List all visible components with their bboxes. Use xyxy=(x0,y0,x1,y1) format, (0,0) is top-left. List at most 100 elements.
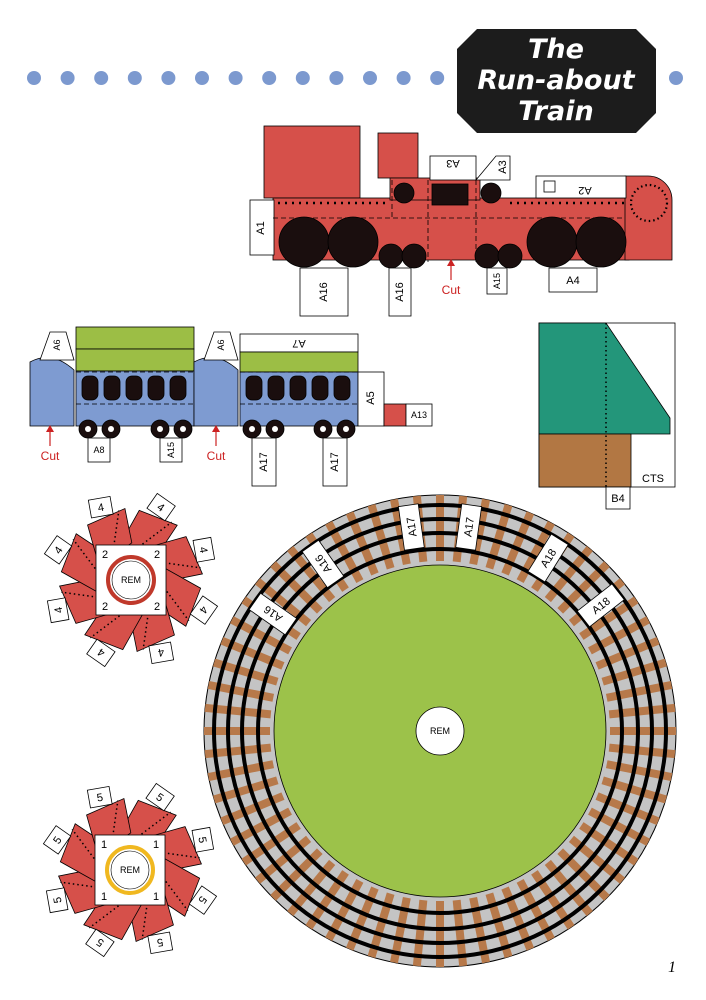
tab-a17-left xyxy=(251,437,277,487)
track-sleeper xyxy=(204,727,270,735)
tab-a2-marker xyxy=(543,180,556,193)
engine-wheel-2 xyxy=(327,216,379,268)
header-dot xyxy=(669,71,683,85)
engine-wheel-3 xyxy=(526,216,578,268)
cog-tab-label: 4 xyxy=(53,606,66,614)
header-dot xyxy=(127,71,142,85)
cog-tab-label: 5 xyxy=(154,791,166,804)
track-sleeper xyxy=(204,703,272,719)
carriage-wheel-hub xyxy=(343,426,349,432)
track-sleeper xyxy=(516,520,555,583)
tab-a2-label: A2 xyxy=(578,184,591,196)
engine-small-wheel-1 xyxy=(378,243,404,269)
track-sleeper xyxy=(531,870,575,930)
header-dot xyxy=(27,71,41,85)
carriage-window xyxy=(245,375,263,401)
tab-a6-right xyxy=(203,331,239,361)
cog-tab xyxy=(87,495,114,519)
engine-small-wheel-3 xyxy=(474,243,500,269)
track-sleeper xyxy=(436,495,444,561)
cog-tab xyxy=(145,782,175,812)
tab-a4 xyxy=(548,267,598,293)
track-sleeper xyxy=(255,835,312,884)
track-center-label: REM xyxy=(430,726,450,736)
engine-porthole-left xyxy=(393,182,415,204)
engine-cab xyxy=(263,125,361,199)
track-tab-label: A17 xyxy=(405,516,420,537)
track-sleeper xyxy=(579,822,639,866)
track-sleeper xyxy=(516,879,555,942)
tree-trunk xyxy=(538,433,632,488)
cog-tab xyxy=(86,638,116,668)
cog-tab-label: 5 xyxy=(95,935,107,948)
track-sleeper xyxy=(325,520,364,583)
track-sleeper xyxy=(610,727,676,735)
header-dot xyxy=(161,71,176,85)
carriage-window xyxy=(103,375,121,401)
cog-hole xyxy=(110,850,150,890)
carriage-wheel-hub xyxy=(320,426,326,432)
track-rail-inner-1 xyxy=(240,531,640,931)
track-center-hole xyxy=(415,706,465,756)
header-dot xyxy=(295,71,310,85)
cog-center-label: REM xyxy=(120,865,140,875)
track-tab-box xyxy=(527,533,569,583)
track-tab-label: A17 xyxy=(462,517,477,538)
track-sleeper xyxy=(601,776,667,804)
page-number: 1 xyxy=(668,959,676,976)
track-sleeper xyxy=(270,561,323,614)
tab-a7-label: A7 xyxy=(292,337,305,349)
cog-tab xyxy=(188,885,218,915)
cog-tab-label: 4 xyxy=(157,645,165,658)
engine-cutout: A1 A3 A3 A2 A16 A16 xyxy=(249,125,673,317)
engine-small-wheel-2 xyxy=(401,243,427,269)
header-dot xyxy=(195,71,209,85)
tree-canopy xyxy=(538,322,671,435)
cog-hole xyxy=(111,560,151,600)
tab-a4-label: A4 xyxy=(566,275,579,287)
cog-tab xyxy=(86,785,113,809)
track-tab-box xyxy=(455,503,483,551)
engine-window xyxy=(431,183,469,206)
track-sleeper xyxy=(485,504,513,570)
header-dot xyxy=(430,71,445,85)
tab-a5 xyxy=(357,371,385,427)
carriage-window xyxy=(311,375,329,401)
cog-tab xyxy=(148,641,175,665)
tab-a2 xyxy=(535,175,627,199)
cog-tab xyxy=(43,535,73,565)
carriage-wheel-hub xyxy=(180,426,186,432)
tab-a5-label: A5 xyxy=(365,391,377,404)
track-sleeper xyxy=(390,896,411,964)
tab-a13-label: A13 xyxy=(411,410,427,420)
track-sleeper xyxy=(595,792,660,826)
carriage-window xyxy=(267,375,285,401)
cog-tab-label: 4 xyxy=(52,545,65,557)
title-badge: The Run-about Train xyxy=(457,29,656,133)
header-dot xyxy=(363,71,377,85)
tab-a3-left xyxy=(429,155,477,181)
cog-tab xyxy=(146,492,176,522)
track-sleeper xyxy=(501,886,535,951)
carriage-1-roof-band xyxy=(75,348,195,372)
tab-a17-left-label: A17 xyxy=(258,452,270,472)
engine-wheel-1 xyxy=(278,216,330,268)
track-sleeper xyxy=(601,658,667,686)
carriage-window xyxy=(169,375,187,401)
cog-inner-label: 2 xyxy=(154,549,160,561)
engine-small-wheel-4 xyxy=(497,243,523,269)
tree-cts-label: CTS xyxy=(642,473,664,485)
cog-tab-label: 5 xyxy=(96,792,104,805)
cog-tab xyxy=(46,597,70,624)
carriage-2-roof xyxy=(239,351,359,373)
cog-inner-label: 1 xyxy=(153,839,159,851)
track-sleeper xyxy=(204,743,272,759)
track-sleepers xyxy=(204,495,676,967)
track-sleeper xyxy=(595,636,660,670)
track-tab: A16 xyxy=(301,539,345,589)
track-sleeper xyxy=(325,879,364,942)
track-sleeper xyxy=(412,899,428,967)
cog-tab xyxy=(42,825,72,855)
